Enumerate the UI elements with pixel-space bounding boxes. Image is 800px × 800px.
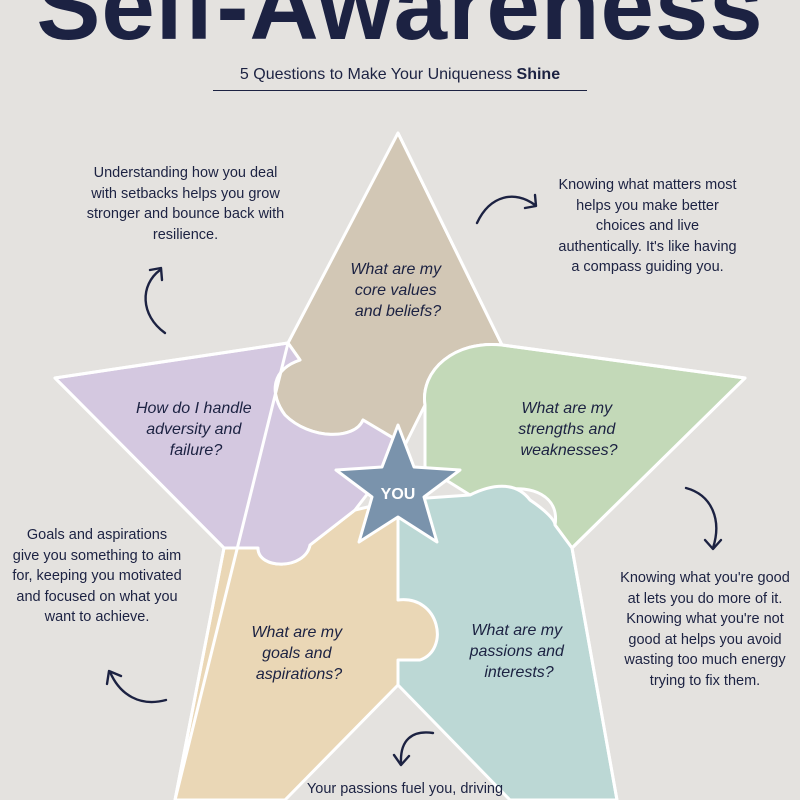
piece-passions	[396, 484, 619, 800]
star-outline	[53, 132, 747, 800]
piece-adversity	[53, 341, 407, 566]
note-core-values: Knowing what matters most helps you make…	[558, 177, 737, 275]
arrow-left-icon	[105, 669, 168, 704]
center-star	[334, 423, 462, 544]
arrow-down-left-icon	[392, 731, 435, 767]
arrow-up-icon	[144, 266, 167, 335]
note-goals: Goals and aspirations give you something…	[12, 527, 182, 625]
question-passions: What are my passions and interests?	[469, 622, 569, 681]
question-adversity: How do I handle adversity and failure?	[136, 400, 256, 459]
arrow-down-icon	[684, 486, 723, 551]
center-label: YOU	[381, 486, 416, 503]
question-strengths: What are my strengths and weaknesses?	[518, 400, 619, 459]
note-adversity: Understanding how you deal with setbacks…	[86, 165, 285, 243]
question-goals: What are my goals and aspirations?	[251, 624, 346, 683]
subtitle-text: 5 Questions to Make Your Uniqueness	[239, 66, 517, 83]
subtitle-emphasis: Shine	[516, 66, 561, 83]
question-core-values: What are my core values and beliefs?	[350, 261, 445, 320]
note-passions: Your passions fuel you, driving	[306, 781, 504, 797]
arrow-right-icon	[475, 193, 538, 225]
page-subtitle: 5 Questions to Make Your Uniqueness Shin…	[213, 66, 587, 91]
page-title: Self-Awareness	[36, 0, 764, 60]
note-strengths: Knowing what you're good at lets you do …	[620, 570, 790, 689]
